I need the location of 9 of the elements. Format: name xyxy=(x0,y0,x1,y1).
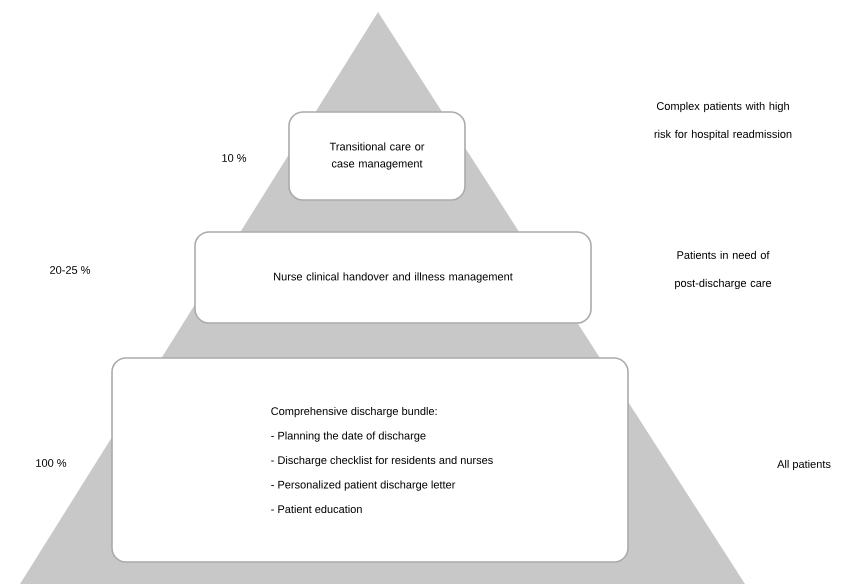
level-box: Nurse clinical handover and illness management xyxy=(194,231,592,324)
level-box: Transitional care or case management xyxy=(288,111,466,201)
percentage-label: 100 % xyxy=(36,459,66,467)
level-box: Comprehensive discharge bundle: - Planning the date of discharge - Discharge checklist for residents and nurses - Personalized patient discharge letter - Patient education xyxy=(111,357,629,563)
patient-group-label: All patients xyxy=(777,460,830,470)
percentage-label: 10 % xyxy=(222,154,246,162)
patient-group-label: Patients in need of post-discharge care xyxy=(675,250,772,290)
percentage-label: 20-25 % xyxy=(50,266,90,274)
patient-group-label: Complex patients with high risk for hospital readmission xyxy=(654,102,792,140)
